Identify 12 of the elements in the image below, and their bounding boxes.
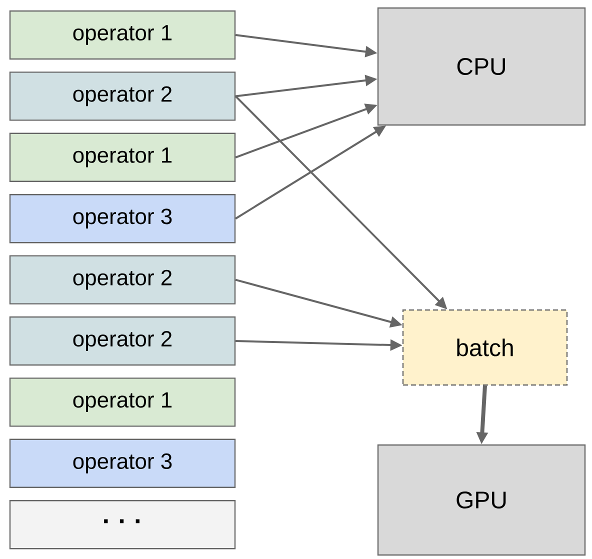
operator-box: operator 1 (9, 378, 236, 427)
processor-box: GPU (377, 444, 586, 556)
operator-box: operator 1 (9, 10, 236, 60)
operator-box: operator 2 (9, 255, 236, 304)
operator-box: operator 3 (9, 438, 236, 488)
batch-box: batch (402, 309, 568, 386)
processor-box: CPU (377, 7, 586, 126)
operator-box: · · · (9, 500, 236, 550)
operator-box: operator 3 (9, 194, 236, 244)
operator-box: operator 2 (9, 72, 236, 121)
operator-box: operator 1 (9, 132, 236, 182)
operator-box: operator 2 (9, 316, 236, 366)
